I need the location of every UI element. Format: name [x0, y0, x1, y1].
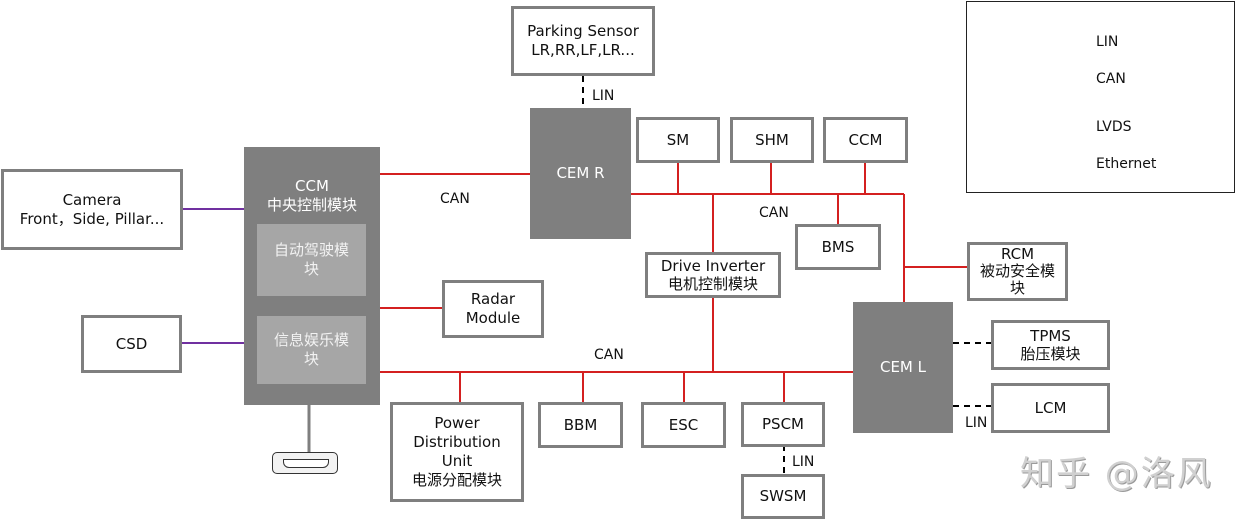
label-lin-parking: LIN: [592, 88, 615, 104]
node-ad-module-line2: 块: [303, 260, 319, 278]
node-sm-title: SM: [666, 130, 690, 149]
label-lin-cem-l: LIN: [965, 415, 988, 431]
node-radar-module[interactable]: Radar Module: [442, 280, 544, 338]
node-bms-title: BMS: [821, 237, 855, 256]
legend-label-can: CAN: [1096, 71, 1126, 87]
node-esc-title: ESC: [668, 415, 699, 434]
node-rcm-subtitle-2: 块: [1009, 279, 1025, 297]
legend-box: LIN CAN LVDS Ethernet: [966, 1, 1235, 193]
node-radar-subtitle: Module: [465, 309, 521, 327]
node-bms[interactable]: BMS: [795, 224, 881, 270]
node-cem-l-title: CEM L: [879, 358, 927, 376]
node-bbm[interactable]: BBM: [538, 402, 623, 448]
label-can-lower-bus: CAN: [594, 347, 624, 363]
node-rcm-subtitle: 被动安全模: [979, 262, 1055, 280]
node-cem-l[interactable]: CEM L: [853, 302, 953, 433]
node-pdu-line1: Power: [434, 414, 480, 432]
node-infotainment-module[interactable]: 信息娱乐模 块: [257, 316, 366, 384]
node-power-distribution-unit[interactable]: Power Distribution Unit 电源分配模块: [390, 402, 524, 502]
node-shm-title: SHM: [755, 130, 789, 149]
node-autonomous-driving-module[interactable]: 自动驾驶模 块: [257, 224, 366, 296]
node-rcm[interactable]: RCM 被动安全模 块: [967, 242, 1068, 301]
node-drive-inverter[interactable]: Drive Inverter 电机控制模块: [645, 252, 781, 298]
node-drive-inverter-title: Drive Inverter: [660, 257, 766, 275]
node-ccm-top-title: CCM: [848, 130, 883, 149]
node-csd[interactable]: CSD: [81, 315, 182, 373]
node-lcm-title: LCM: [1034, 398, 1067, 417]
node-parking-sensor[interactable]: Parking Sensor LR,RR,LF,LR...: [511, 6, 655, 76]
node-bbm-title: BBM: [563, 415, 598, 434]
node-cem-r-title: CEM R: [556, 164, 605, 182]
node-pdu-line4: 电源分配模块: [411, 471, 502, 489]
node-pdu-line3: Unit: [441, 452, 473, 470]
node-ccm-central-subtitle: 中央控制模块: [266, 196, 357, 214]
obd-connector-icon: [272, 452, 338, 474]
node-camera-subtitle: Front，Side, Pillar...: [19, 209, 165, 228]
legend-label-lvds: LVDS: [1096, 119, 1132, 135]
node-parking-sensor-title: Parking Sensor: [527, 22, 639, 40]
watermark: 知乎 @洛风: [1020, 454, 1213, 494]
node-camera[interactable]: Camera Front，Side, Pillar...: [1, 169, 183, 250]
node-cem-r[interactable]: CEM R: [530, 108, 631, 239]
node-infotainment-line1: 信息娱乐模: [273, 331, 349, 349]
node-parking-sensor-subtitle: LR,RR,LF,LR...: [531, 41, 635, 59]
node-ccm-top[interactable]: CCM: [823, 117, 908, 163]
legend-label-lin: LIN: [1096, 34, 1119, 50]
node-pscm-title: PSCM: [762, 415, 804, 433]
node-rcm-title: RCM: [1000, 245, 1035, 263]
obd-connector-port: [283, 459, 329, 468]
legend-label-ethernet: Ethernet: [1096, 156, 1157, 172]
label-can-upper-bus: CAN: [759, 205, 789, 221]
node-drive-inverter-subtitle: 电机控制模块: [667, 275, 758, 293]
node-csd-title: CSD: [115, 334, 148, 353]
node-esc[interactable]: ESC: [641, 402, 726, 448]
node-radar-title: Radar: [470, 290, 516, 308]
label-lin-pscm: LIN: [792, 454, 815, 470]
node-tpms[interactable]: TPMS 胎压模块: [991, 320, 1110, 370]
node-swsm-title: SWSM: [759, 487, 807, 505]
node-swsm[interactable]: SWSM: [741, 474, 825, 519]
node-ad-module-line1: 自动驾驶模: [273, 241, 349, 259]
node-pscm[interactable]: PSCM: [741, 402, 825, 447]
label-can-ccm-cemr: CAN: [440, 191, 470, 207]
node-pdu-line2: Distribution: [413, 433, 501, 451]
node-tpms-title: TPMS: [1030, 327, 1071, 345]
node-ccm-central-title: CCM: [295, 177, 329, 195]
node-shm[interactable]: SHM: [730, 117, 814, 163]
node-camera-title: Camera: [62, 190, 122, 209]
node-tpms-subtitle: 胎压模块: [1020, 345, 1081, 363]
node-sm[interactable]: SM: [636, 117, 720, 163]
node-lcm[interactable]: LCM: [991, 383, 1110, 433]
node-infotainment-line2: 块: [303, 350, 319, 368]
